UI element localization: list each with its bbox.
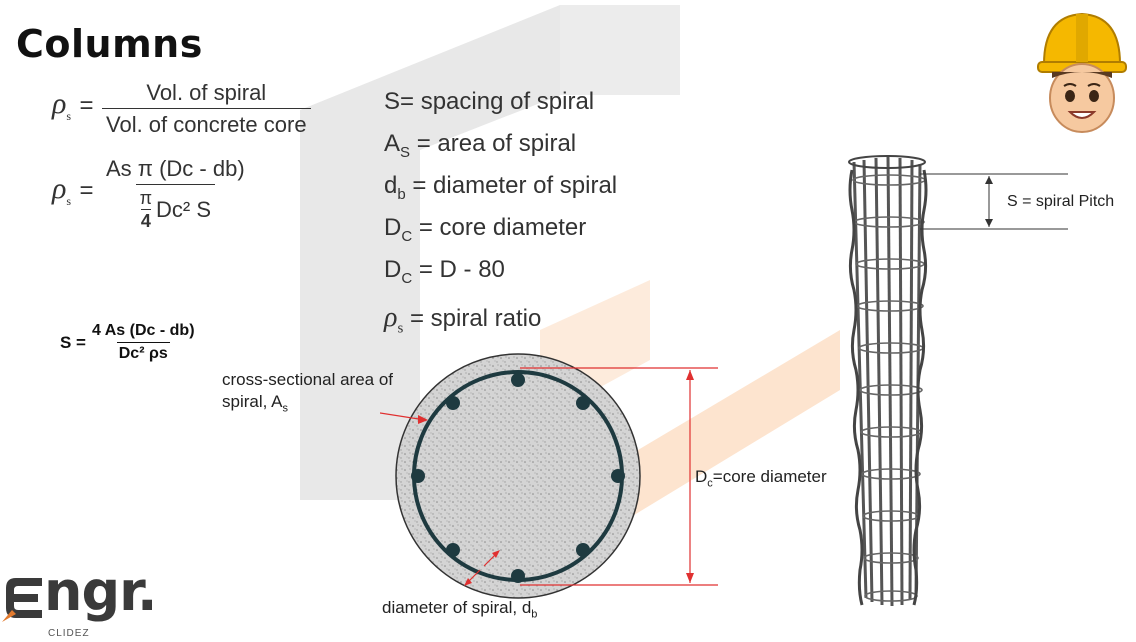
bar-top-left: [446, 396, 460, 410]
right-wavy-edge: [912, 169, 928, 606]
left-wavy-edge: [848, 169, 864, 606]
definition-diameter: db = diameter of spiral: [384, 172, 618, 203]
eq3-denominator: Dc² ρs: [116, 342, 170, 363]
column-elevation: [848, 155, 1068, 607]
bar-right: [611, 469, 625, 483]
rho-symbol: ρs: [52, 87, 72, 124]
eq3-lhs: S =: [60, 332, 86, 352]
column-cross-section: [380, 353, 718, 599]
core-arrow-bottom: [686, 573, 694, 583]
logo-subtext: CLIDEZ: [48, 628, 90, 639]
bar-bottom-left: [446, 543, 460, 557]
engr-logo-icon: [2, 578, 42, 622]
formula-spiral-ratio-volume: ρs = Vol. of spiral Vol. of concrete cor…: [52, 80, 311, 138]
eq2-denominator: π 4 Dc² S: [135, 184, 216, 232]
definitions-list: S= spacing of spiral AS = area of spiral…: [384, 88, 617, 338]
bar-top: [511, 373, 525, 387]
page-title: Columns: [16, 22, 203, 66]
eq2-numerator: As π (Dc - db): [106, 156, 245, 181]
eq1-denominator: Vol. of concrete core: [102, 108, 311, 138]
bar-top-right: [576, 396, 590, 410]
formula-spiral-ratio-area: ρs = As π (Dc - db) π 4 Dc² S: [52, 156, 249, 232]
definition-spacing: S= spacing of spiral: [384, 88, 595, 115]
definition-core-diameter: DC = core diameter: [384, 214, 587, 245]
formula-spacing: S = 4 As (Dc - db) Dc² ρs: [60, 322, 197, 363]
top-spiral-ring: [848, 155, 926, 169]
definition-area: AS = area of spiral: [384, 130, 577, 161]
core-arrow-top: [686, 370, 694, 380]
bar-bottom: [511, 569, 525, 583]
eq3-numerator: 4 As (Dc - db): [92, 322, 195, 339]
bar-bottom-right: [576, 543, 590, 557]
core-diameter-label: Dc=core diameter: [695, 467, 827, 490]
definition-spiral-ratio: ρs = spiral ratio: [384, 302, 542, 337]
definition-core-formula: DC = D - 80: [384, 256, 505, 287]
concrete-outer: [395, 353, 641, 599]
spiral-pitch-label: S = spiral Pitch: [1007, 193, 1115, 210]
eq1-numerator: Vol. of spiral: [146, 80, 267, 105]
longitudinal-bars: [411, 373, 625, 583]
logo-text: ngr.: [44, 560, 158, 623]
spiral-diameter-label: diameter of spiral, db: [382, 598, 538, 621]
cross-section-area-label: cross-sectional area of spiral, As: [222, 370, 394, 415]
engineer-avatar-icon: [1037, 12, 1127, 133]
area-leader: [380, 412, 426, 421]
vertical-bars: [852, 156, 922, 607]
rho-symbol-2: ρs: [52, 172, 72, 209]
bar-left: [411, 469, 425, 483]
